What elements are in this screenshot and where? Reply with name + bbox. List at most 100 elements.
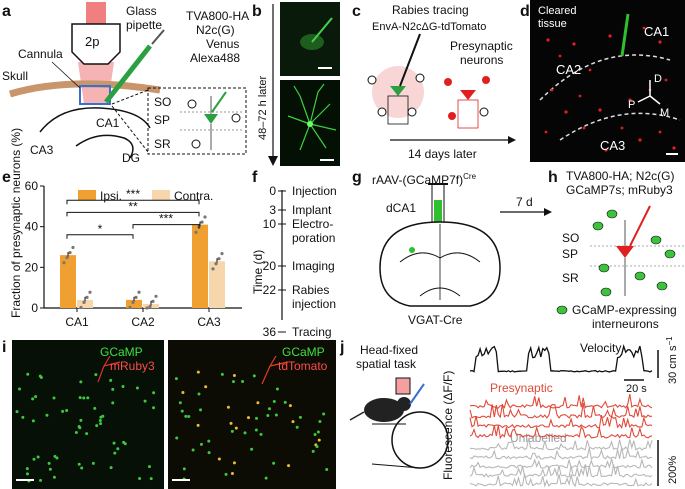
- h-construct-1: TVA800-HA; N2c(G): [566, 169, 674, 183]
- i-merge-cell: [256, 401, 260, 405]
- i-merge-cell: [231, 380, 235, 384]
- neuron-soma: [307, 121, 313, 127]
- data-point: [214, 262, 218, 266]
- i-merge-cell: [272, 399, 276, 403]
- arrowhead-b: [268, 156, 278, 166]
- panel-label-f: f: [252, 169, 258, 186]
- i-left-mruby-label: mRuby3: [110, 359, 155, 373]
- i-green-cell: [93, 406, 97, 410]
- inset-cell-3: [191, 139, 201, 149]
- mouse-head: [397, 397, 411, 411]
- i-merge-cell: [316, 430, 320, 434]
- i-green-cell: [143, 399, 147, 403]
- legend-label: Ipsi.: [100, 189, 122, 203]
- panel-label-i: i: [2, 339, 6, 356]
- dg-label: DG: [122, 151, 140, 165]
- i-merge-cell: [291, 420, 295, 424]
- i-green-cell: [109, 378, 113, 382]
- belt-bottom: [371, 463, 421, 469]
- venus-label: Venus: [206, 37, 239, 51]
- i-green-cell: [112, 441, 116, 445]
- significance-bracket: [132, 224, 200, 229]
- bar-contra-ca1: [77, 299, 93, 308]
- i-green-cell: [111, 387, 115, 391]
- legend-label: Contra.: [174, 189, 213, 203]
- lick-port-icon: [409, 383, 425, 405]
- timeline-day: 36: [263, 325, 277, 339]
- i-merge-cell: [230, 429, 234, 433]
- d-green-track: [620, 13, 630, 57]
- fluorescence-axis-label: Fluorescence (ΔF/F): [441, 371, 455, 480]
- timeline-day: 10: [263, 217, 277, 231]
- i-green-cell: [116, 447, 120, 451]
- i-merge-cell: [322, 412, 326, 416]
- i-merge-cell: [246, 416, 250, 420]
- h-construct-2: GCaMP7s; mRuby3: [566, 183, 673, 197]
- ca3-label: CA3: [30, 143, 54, 157]
- i-green-cell: [82, 396, 86, 400]
- tva-label: TVA800-HA: [186, 9, 249, 23]
- i-merge-cell: [317, 438, 321, 442]
- c-red-cell-2: [482, 76, 490, 84]
- glass-pipette-icon: [104, 44, 152, 104]
- i-merge-cell: [180, 409, 184, 413]
- i-merge-cell: [207, 439, 211, 443]
- i-merge-cell: [325, 467, 329, 471]
- orientation-arrows: [637, 80, 661, 105]
- presyn-label-2: neurons: [460, 53, 503, 67]
- h-sp-label: SP: [562, 247, 578, 261]
- i-green-cell: [77, 425, 81, 429]
- i-green-cell: [85, 432, 89, 436]
- legend-swatch: [78, 190, 96, 200]
- i-green-cell: [45, 413, 49, 417]
- panel-h: h TVA800-HA; N2c(G) GCaMP7s; mRuby3 SO S…: [548, 169, 684, 331]
- x-tick-label: CA2: [131, 315, 155, 329]
- days-label: 7 d: [516, 195, 533, 209]
- task-label-1: Head-fixed: [360, 343, 418, 357]
- i-merge-cell: [224, 472, 228, 476]
- i-merge-cell: [315, 445, 319, 449]
- presynaptic-trace: [469, 393, 653, 409]
- virus-label: rAAV-(GCaMP7f)Cre: [372, 172, 477, 187]
- data-point: [194, 230, 198, 234]
- significance-bracket: [66, 211, 200, 217]
- c-red-cell-1: [444, 78, 452, 86]
- i-green-cell: [86, 396, 90, 400]
- panel-b: b 48–72 h later: [252, 2, 340, 166]
- i-merge-cell: [241, 379, 245, 383]
- velocity-label: Velocity: [580, 341, 621, 355]
- timeline-event: Rabies: [292, 283, 329, 297]
- time-scale-label: 20 s: [626, 383, 647, 395]
- brain-ventricle: [419, 287, 461, 297]
- micrograph-i-left: [12, 340, 164, 489]
- d-boundary-2: [559, 112, 681, 141]
- i-green-cell: [34, 395, 38, 399]
- mouse-tail: [349, 411, 365, 421]
- d-posterior-label: P: [628, 99, 635, 111]
- injection-site: [409, 247, 415, 253]
- panel-a: a 2p Glass pipette Cannula Skull CA1 CA3…: [2, 2, 249, 165]
- i-right-tdtomato-label: tdTomato: [278, 359, 328, 373]
- panel-j: j Head-fixed spatial task Fluorescence (…: [339, 336, 679, 488]
- i-merge-cell: [184, 414, 188, 418]
- significance-label: *: [98, 222, 103, 236]
- dca1-label: dCA1: [386, 201, 416, 215]
- i-green-cell: [77, 462, 81, 466]
- data-point: [137, 290, 141, 294]
- sp-label: SP: [154, 113, 170, 127]
- d-ca3-label: CA3: [600, 138, 625, 153]
- panel-i: i GCaMP mRuby3 GCaMP tdTomato: [2, 339, 336, 489]
- i-merge-cell: [266, 413, 270, 417]
- data-point: [217, 257, 221, 261]
- i-merge-cell: [275, 387, 279, 391]
- bar-ipsi-ca1: [60, 255, 76, 308]
- i-green-cell: [38, 374, 42, 378]
- j-objective-icon: [395, 377, 411, 395]
- i-merge-cell: [274, 413, 278, 417]
- hippocampus-ca-curve: [39, 107, 151, 133]
- panel-label-h: h: [548, 169, 558, 186]
- inset-cell-2: [231, 113, 241, 123]
- pyramidal-neuron-icon: [204, 114, 218, 124]
- data-point: [203, 215, 207, 219]
